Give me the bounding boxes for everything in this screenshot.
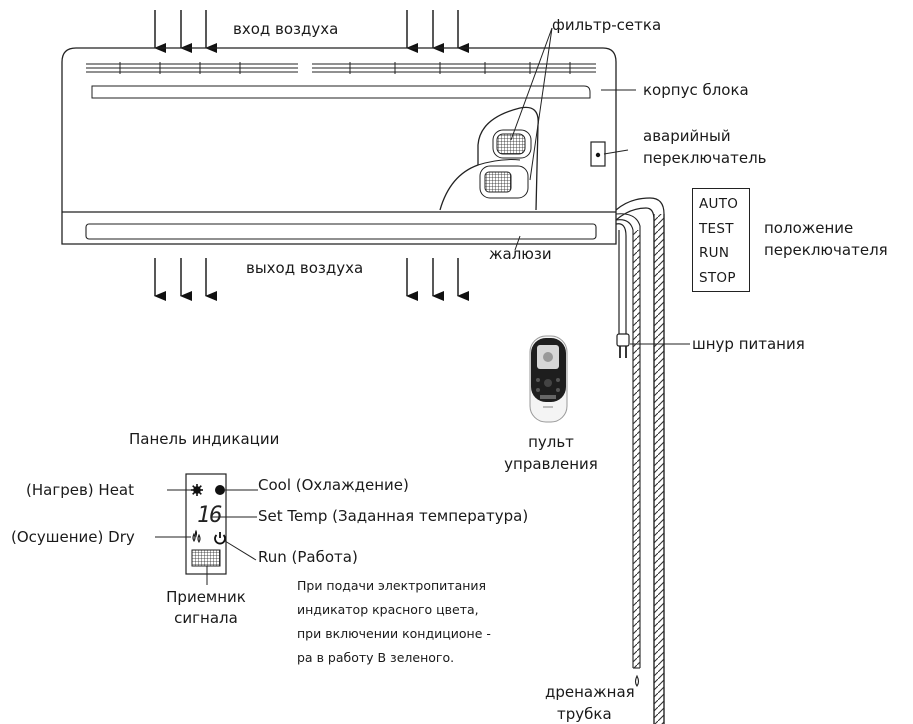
- filter-mesh-lower: [484, 171, 512, 193]
- sun-icon: [191, 484, 203, 496]
- note-line-4: ра в работу В зеленого.: [297, 650, 455, 665]
- remote-label-2: управления: [504, 455, 598, 473]
- piping-bundle: [615, 197, 665, 724]
- drain-pipe: [615, 213, 641, 687]
- heat-label: (Нагрев) Heat: [26, 481, 134, 499]
- power-cord-label: шнур питания: [692, 335, 805, 353]
- indoor-unit: [61, 47, 617, 245]
- intake-grille: [86, 62, 596, 74]
- run-label: Run (Работа): [258, 548, 358, 566]
- filter-label: фильтр-сетка: [552, 16, 662, 34]
- plug-icon: [616, 333, 630, 347]
- receiver-label-2: сигнала: [174, 609, 238, 627]
- signal-receiver: [191, 549, 221, 567]
- air-outlet-arrows: [154, 258, 469, 301]
- drain-pipe-label-2: трубка: [557, 705, 612, 723]
- indicator-panel-title: Панель индикации: [129, 430, 280, 448]
- droplets-icon: [192, 529, 201, 543]
- air-outlet-label: выход воздуха: [246, 259, 364, 277]
- louver: [85, 223, 597, 240]
- power-icon: [214, 532, 226, 545]
- indicator-panel: [185, 473, 227, 575]
- drain-pipe-label-1: дренажная: [545, 683, 635, 701]
- note-line-1: При подачи электропитания: [297, 578, 487, 593]
- set-temp-label: Set Temp (Заданная температура): [258, 507, 529, 525]
- power-cord: [615, 223, 630, 358]
- remote-control: [529, 335, 568, 423]
- switch-position-stop: STOP: [699, 269, 736, 286]
- note-line-3: при включении кондиционе -: [297, 626, 491, 641]
- dry-label: (Осушение) Dry: [11, 528, 135, 546]
- switch-position-box: AUTO TEST RUN STOP: [692, 188, 750, 292]
- switch-position-test: TEST: [699, 220, 734, 237]
- note-line-2: индикатор красного цвета,: [297, 602, 479, 617]
- cool-label: Cool (Охлаждение): [258, 476, 409, 494]
- filter-cutaway: [439, 106, 539, 211]
- filter-mesh-upper: [496, 133, 526, 155]
- switch-position-auto: AUTO: [699, 196, 739, 212]
- emergency-switch-label-2: переключатель: [643, 149, 767, 167]
- louvers-label: жалюзи: [489, 245, 552, 263]
- air-intake-arrows: [154, 10, 469, 53]
- temperature-display: 16: [197, 503, 222, 528]
- air-intake-label: вход воздуха: [233, 20, 339, 38]
- switch-position-label-1: положение: [764, 219, 854, 237]
- switch-position-run: RUN: [699, 245, 730, 261]
- remote-label-1: пульт: [528, 433, 574, 451]
- emergency-switch-label-1: аварийный: [643, 127, 731, 145]
- panel-leader-lines: [155, 489, 258, 585]
- housing-label: корпус блока: [643, 81, 749, 99]
- switch-position-label-2: переключателя: [764, 241, 888, 259]
- snowflake-icon: [215, 485, 225, 495]
- receiver-label-1: Приемник: [166, 588, 246, 606]
